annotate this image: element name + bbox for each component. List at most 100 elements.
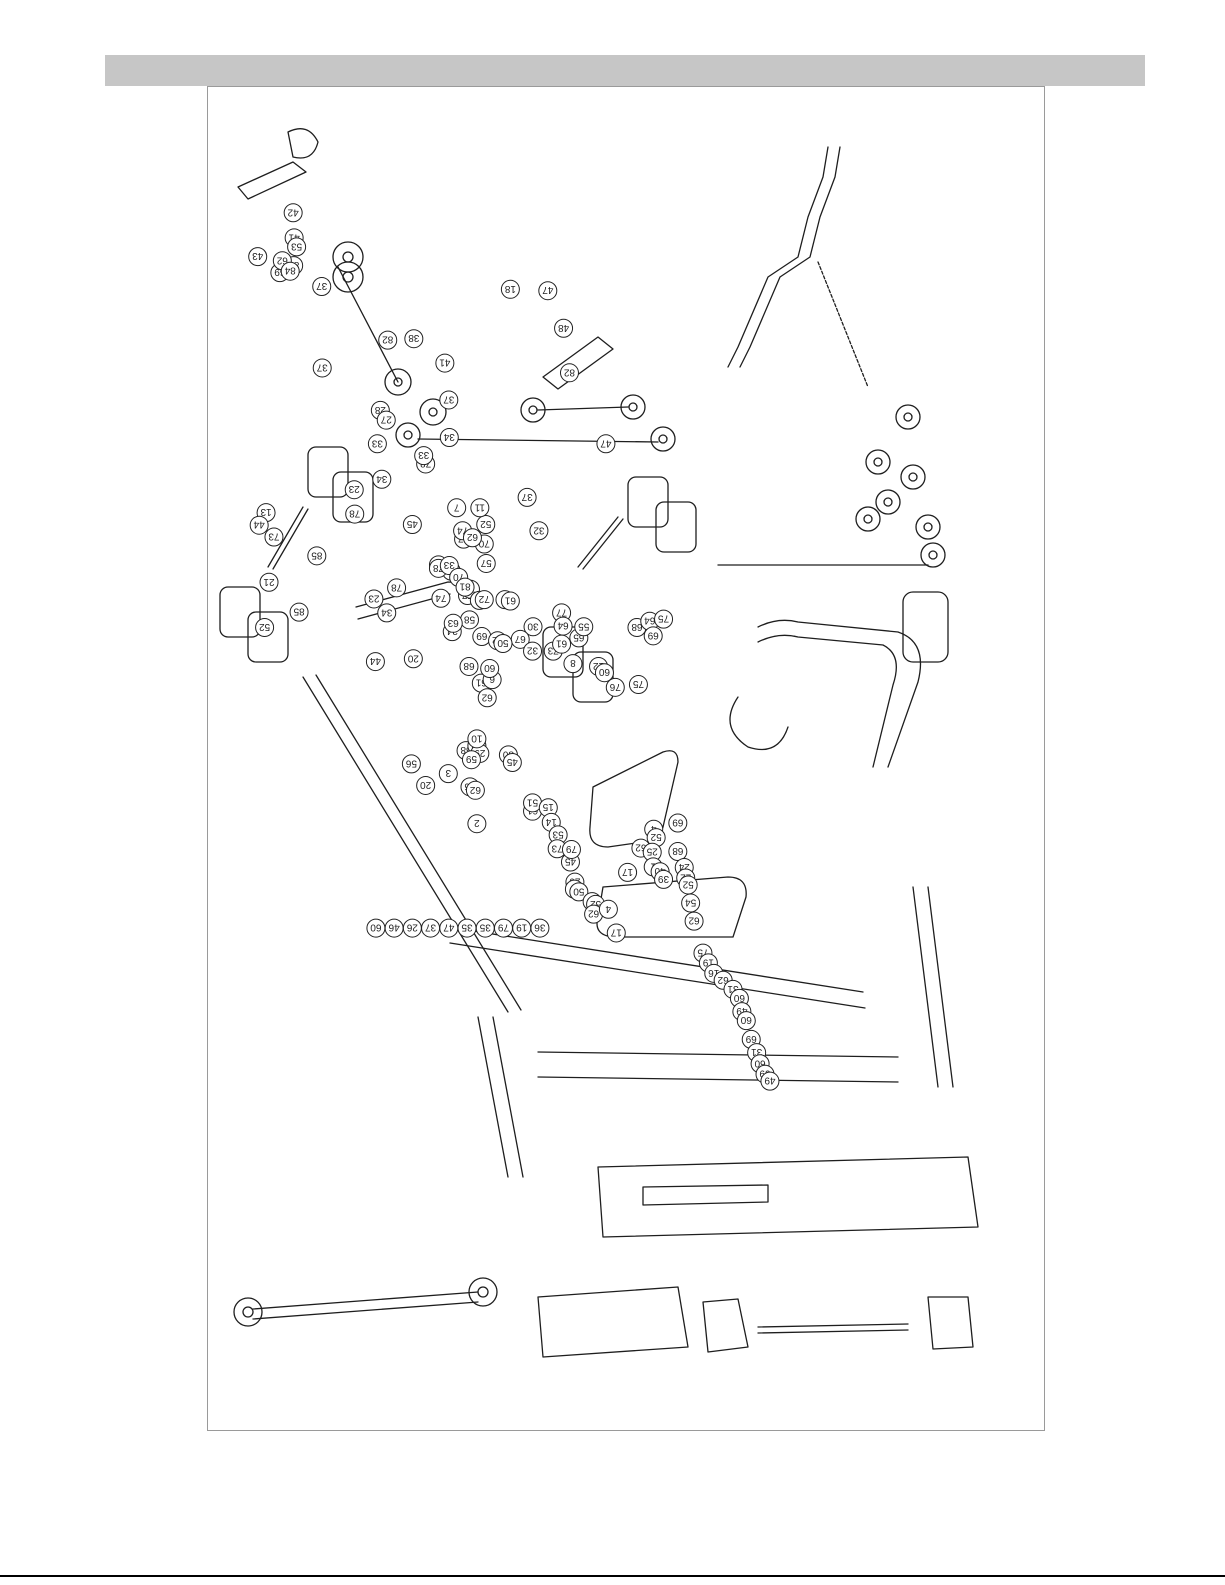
callout-label: 60 — [754, 1057, 766, 1068]
callout-75: 75 — [628, 675, 648, 695]
callout-73: 73 — [264, 527, 284, 547]
callout-label: 30 — [527, 620, 539, 631]
callout-34: 34 — [372, 469, 392, 489]
callout-78: 78 — [345, 504, 365, 524]
callout-37: 37 — [439, 390, 459, 410]
callout-label: 51 — [527, 796, 539, 807]
callout-69: 69 — [668, 813, 688, 833]
callout-85: 85 — [307, 546, 327, 566]
callout-bubble — [439, 390, 459, 410]
callout-label: 29 — [474, 747, 486, 758]
callout-bubble — [280, 261, 300, 281]
callout-label: 49 — [736, 1005, 748, 1016]
callout-label: 62 — [717, 974, 729, 985]
callout-bubble — [467, 814, 487, 834]
callout-bubble — [377, 603, 397, 623]
callout-52: 52 — [255, 617, 275, 637]
callout-label: 69 — [672, 817, 684, 828]
callout-label: 60 — [740, 1014, 752, 1025]
callout-label: 17 — [622, 866, 634, 877]
callout-63: 63 — [443, 613, 463, 633]
callout-label: 48 — [558, 322, 570, 333]
callout-7: 7 — [447, 498, 467, 518]
callout-bubble — [344, 480, 364, 500]
callout-bubble — [502, 752, 522, 772]
callout-10: 10 — [467, 729, 487, 749]
callout-39: 39 — [654, 869, 674, 889]
callout-label: 37 — [425, 922, 437, 933]
callout-bubble — [465, 780, 485, 800]
callout-label: 76 — [609, 681, 621, 692]
callout-label: 2 — [474, 817, 480, 828]
callout-label: 14 — [545, 816, 557, 827]
callout-76: 76 — [605, 677, 625, 697]
callout-23: 23 — [364, 589, 384, 609]
callout-label: 62 — [688, 915, 700, 926]
callout-label: 10 — [471, 732, 483, 743]
callout-26: 26 — [402, 918, 422, 938]
callout-label: 45 — [506, 756, 518, 767]
callout-61: 61 — [500, 591, 520, 611]
callout-45: 45 — [402, 515, 422, 535]
callout-label: 27 — [380, 414, 392, 425]
callout-84: 84 — [280, 261, 300, 281]
callout-bubble — [493, 633, 513, 653]
callout-bubble — [654, 869, 674, 889]
callout-label: 15 — [542, 801, 554, 812]
callout-label: 33 — [371, 437, 383, 448]
callout-label: 58 — [463, 613, 475, 624]
callout-label: 19 — [516, 922, 528, 933]
callout-bubble — [435, 353, 455, 373]
callout-label: 45 — [564, 855, 576, 866]
callout-bubble — [480, 659, 500, 679]
callout-bubble — [248, 247, 268, 267]
callout-label: 34 — [376, 473, 388, 484]
callout-bubble — [668, 813, 688, 833]
callout-label: 31 — [727, 983, 739, 994]
callout-50: 50 — [493, 633, 513, 653]
callout-label: 26 — [406, 922, 418, 933]
callout-label: 67 — [514, 633, 526, 644]
callout-82: 82 — [559, 363, 579, 383]
callout-bubble — [474, 590, 494, 610]
callout-label: 73 — [551, 842, 563, 853]
callout-bubble — [476, 515, 496, 535]
callout-label: 35 — [479, 922, 491, 933]
callout-bubble — [500, 279, 520, 299]
callout-label: 34 — [443, 431, 455, 442]
callout-bubble — [345, 504, 365, 524]
callout-62: 62 — [477, 688, 497, 708]
callout-69: 69 — [472, 627, 492, 647]
callout-34: 34 — [439, 428, 459, 448]
callout-label: 80 — [502, 748, 514, 759]
callout-37: 37 — [517, 487, 537, 507]
callout-label: 69 — [647, 629, 659, 640]
callout-20: 20 — [416, 775, 436, 795]
callout-55: 55 — [574, 617, 594, 637]
callout-56: 56 — [401, 754, 421, 774]
callout-2: 2 — [467, 814, 487, 834]
callout-bubble — [283, 203, 303, 223]
callout-23: 23 — [344, 480, 364, 500]
callout-4: 4 — [598, 899, 618, 919]
callout-bubble — [561, 839, 581, 859]
callout-label: 77 — [556, 606, 568, 617]
callout-bubble — [538, 281, 558, 301]
callout-47: 47 — [538, 281, 558, 301]
callout-label: 58 — [460, 744, 472, 755]
callout-label: 52 — [682, 878, 694, 889]
callout-bubble — [403, 649, 423, 669]
callout-label: 72 — [478, 593, 490, 604]
callout-bubble — [606, 923, 626, 943]
callout-37: 37 — [421, 918, 441, 938]
callout-bubble — [414, 446, 434, 466]
callout-3: 3 — [438, 764, 458, 784]
exploded-view-drawing: 4241435383696284373728373841821847488247… — [219, 128, 979, 1358]
callout-bubble — [404, 329, 424, 349]
callout-label: 4 — [650, 823, 656, 834]
callout-label: 38 — [408, 332, 420, 343]
callout-label: 62 — [588, 908, 600, 919]
callout-label: 41 — [439, 357, 451, 368]
callout-label: 52 — [650, 831, 662, 842]
callout-label: 74 — [435, 592, 447, 603]
